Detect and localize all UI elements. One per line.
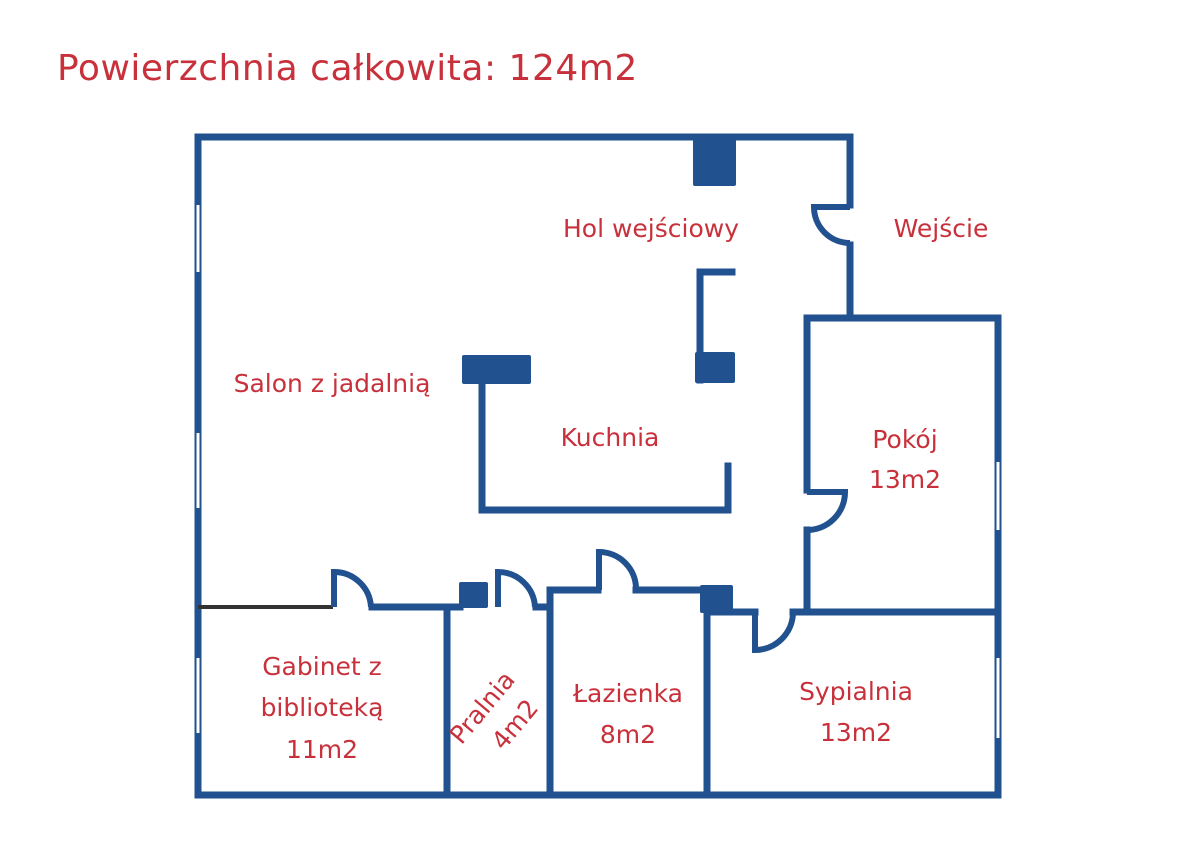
room-labels: Hol wejściowy Wejście Salon z jadalnią K…: [234, 214, 989, 764]
doors: [331, 204, 851, 654]
label-study-name2: biblioteką: [261, 693, 384, 722]
label-entrance: Wejście: [894, 214, 989, 243]
label-bathroom-area: 8m2: [600, 720, 656, 749]
label-room-area: 13m2: [869, 465, 941, 494]
label-study-name1: Gabinet z: [262, 652, 382, 681]
label-bedroom-name: Sypialnia: [799, 677, 913, 706]
plan-title: Powierzchnia całkowita: 124m2: [57, 48, 638, 89]
windows: [196, 205, 1000, 738]
label-bedroom-area: 13m2: [820, 718, 892, 747]
label-study-area: 11m2: [286, 735, 358, 764]
label-bathroom-name: Łazienka: [572, 679, 683, 708]
label-room-name: Pokój: [872, 425, 937, 454]
label-hall: Hol wejściowy: [563, 214, 739, 243]
label-kitchen: Kuchnia: [561, 423, 660, 452]
pillars: [459, 137, 736, 613]
label-living: Salon z jadalnią: [234, 369, 431, 398]
